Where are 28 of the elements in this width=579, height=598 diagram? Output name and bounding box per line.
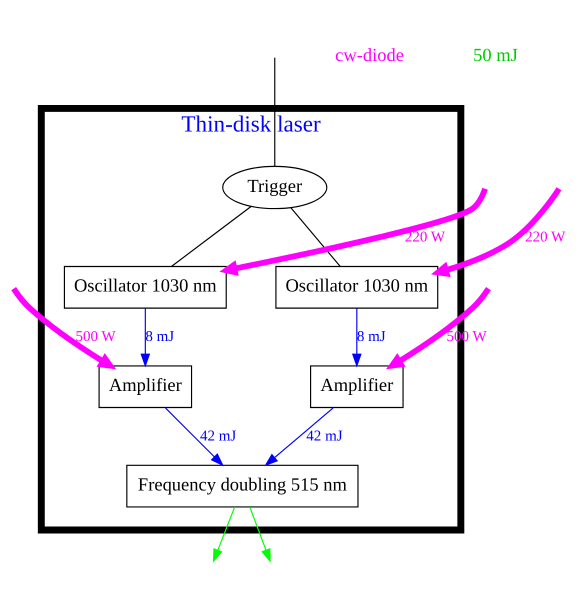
arrow <box>431 187 562 278</box>
node-box: Amplifier <box>310 365 404 408</box>
node-box: Oscillator 1030 nm <box>275 266 438 309</box>
arrow <box>249 506 271 563</box>
arrow <box>140 308 150 368</box>
arrow <box>212 506 236 563</box>
edge-label: 8 mJ <box>356 328 386 345</box>
arrow <box>352 308 362 368</box>
edge-label: 220 W <box>525 230 566 246</box>
arrow <box>219 188 488 276</box>
edge-label: 220 W <box>404 230 446 246</box>
node-ellipse: Trigger <box>222 166 328 210</box>
edge-label: 42 mJ <box>306 428 343 444</box>
arrow <box>386 287 491 370</box>
node-box: Frequency doubling 515 nm <box>126 464 359 508</box>
label: cw-diode <box>335 44 404 65</box>
label: 50 mJ <box>473 44 518 65</box>
node-box: Oscillator 1030 nm <box>64 266 227 309</box>
connector <box>274 58 276 166</box>
edge-label: 8 mJ <box>145 328 174 345</box>
node-box: Amplifier <box>98 365 192 408</box>
connector <box>290 208 341 267</box>
arrow <box>264 408 334 466</box>
connector <box>171 206 252 267</box>
edge-label: 500 W <box>76 328 116 345</box>
edge-label: 42 mJ <box>200 428 236 444</box>
arrow <box>11 287 116 370</box>
arrow <box>165 408 224 466</box>
